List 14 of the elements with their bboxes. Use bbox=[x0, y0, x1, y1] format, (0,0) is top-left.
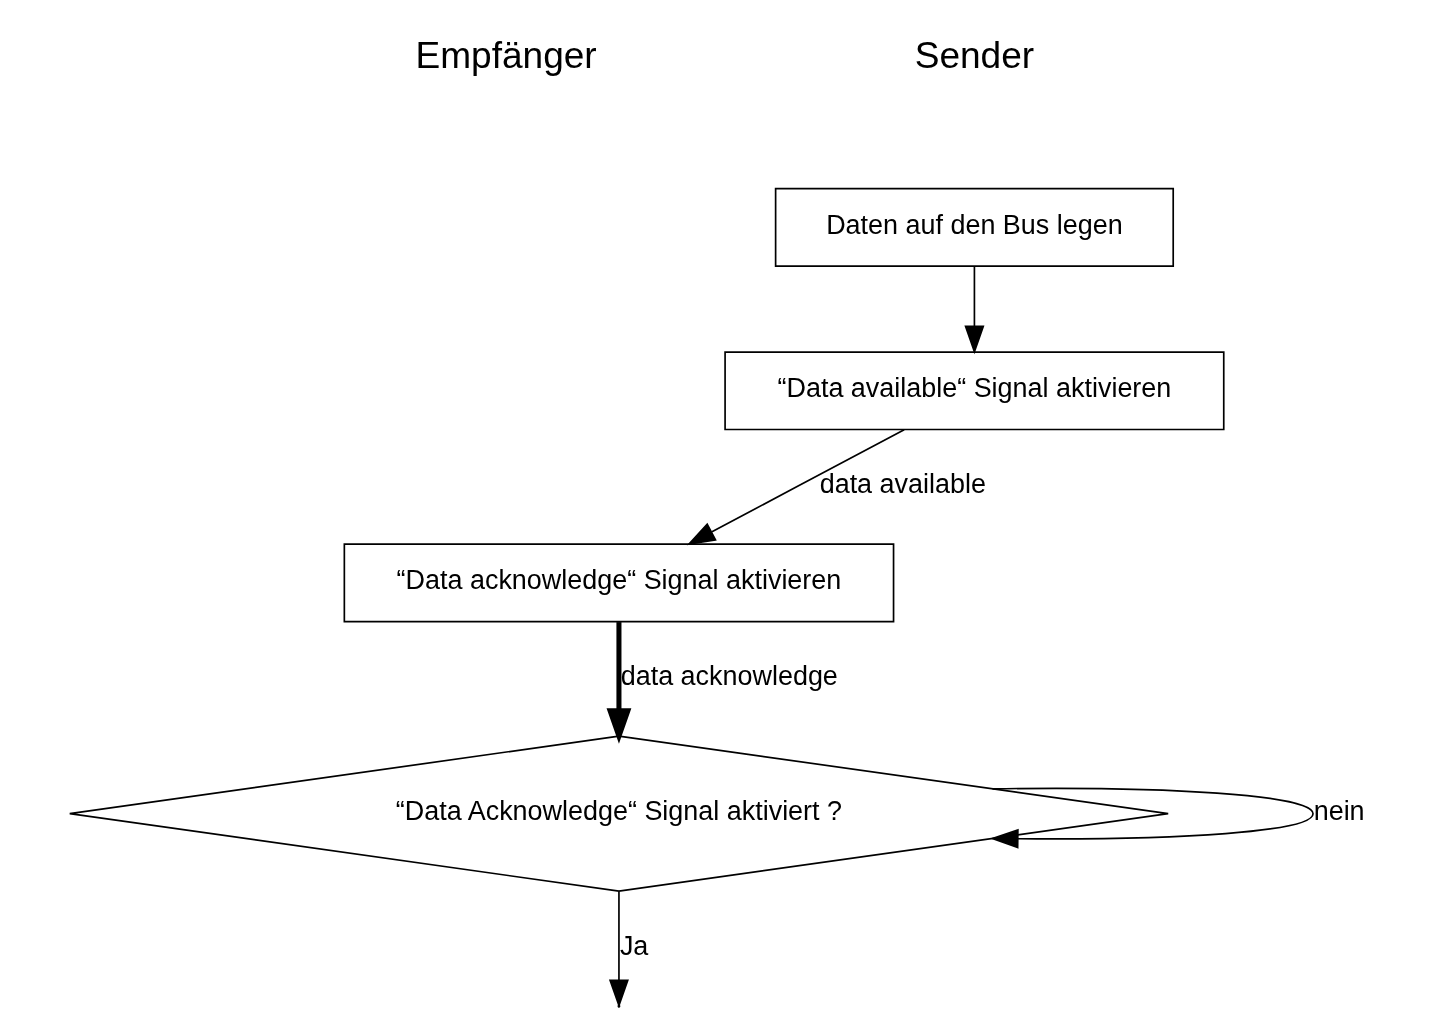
arrow bbox=[606, 622, 632, 744]
edge-label: Ja bbox=[619, 930, 649, 961]
label: Empfänger bbox=[415, 34, 597, 77]
label: Sender bbox=[914, 34, 1035, 77]
edge-label: nein bbox=[1313, 796, 1365, 827]
node-box: “Data available“ Signal aktivieren bbox=[724, 351, 1225, 431]
node-diamond: “Data Acknowledge“ Signal aktiviert ? bbox=[68, 735, 1169, 892]
arrow bbox=[964, 265, 985, 355]
arrow bbox=[686, 428, 905, 546]
node-box: Daten auf den Bus legen bbox=[774, 187, 1175, 267]
edge-label: data available bbox=[819, 469, 986, 500]
arrow bbox=[989, 787, 1314, 849]
edge-label: data acknowledge bbox=[620, 661, 838, 692]
node-box: “Data acknowledge“ Signal aktivieren bbox=[343, 543, 895, 623]
